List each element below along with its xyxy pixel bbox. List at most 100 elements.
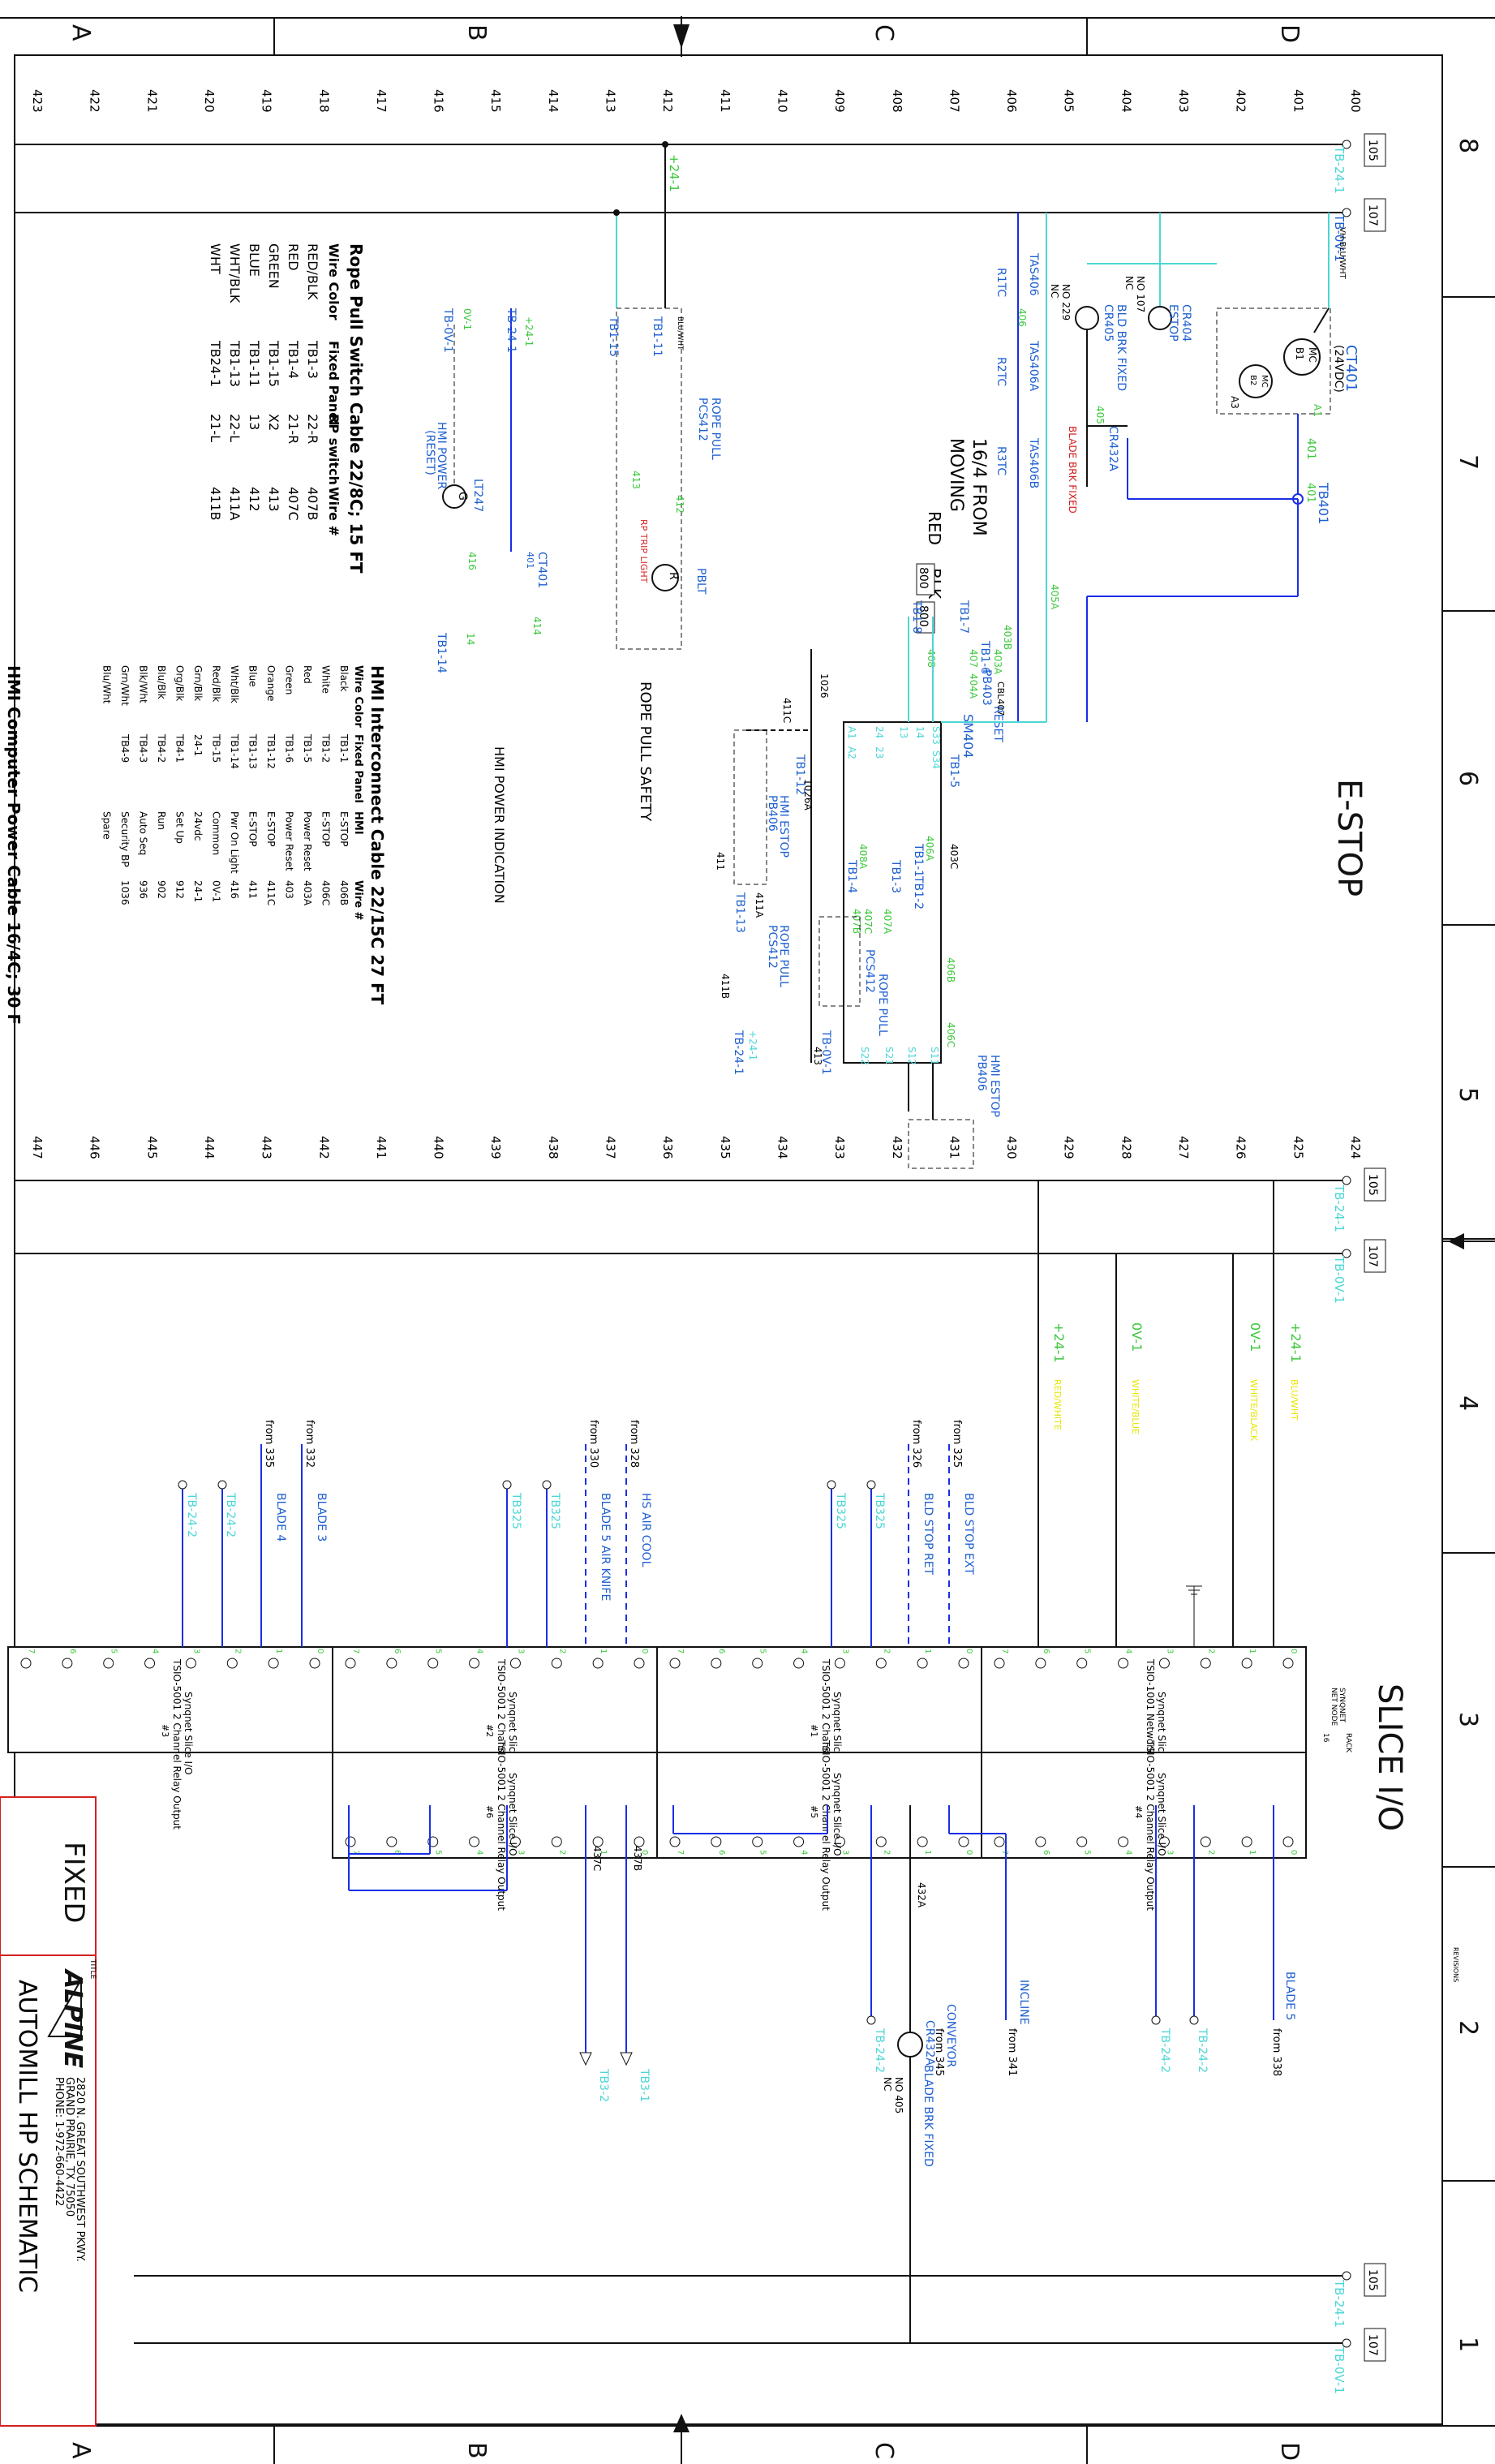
rope2-407c: 407C <box>862 909 874 934</box>
cr404-nc: NC <box>1123 276 1135 290</box>
grid-marker-1: 1 <box>1454 2337 1482 2352</box>
slice-terminal-number: 2 <box>1206 1850 1215 1855</box>
rope-safety-tb115: TB1-15 <box>607 316 620 357</box>
hmi-cable-cell: Blue <box>247 665 259 687</box>
hmi-cable-cell: Red <box>302 665 313 684</box>
hmi-estop-label: HMI ESTOP <box>988 1055 1001 1117</box>
rope-cable-cell: GREEN <box>266 243 281 289</box>
hmi2-1026a: 1026A <box>802 779 814 811</box>
hmi2-24: +24-1 <box>747 1030 758 1060</box>
line-number: 447 <box>30 1136 45 1159</box>
slice-module <box>981 1646 1307 1753</box>
slice-terminal-icon <box>427 1658 439 1669</box>
hmi-cable-cell: 1036 <box>119 880 131 905</box>
slice-terminal-number: 4 <box>475 1850 484 1855</box>
slice-terminal-icon <box>309 1658 320 1669</box>
rope-cable-cell: RED/BLK <box>305 243 320 300</box>
tas406-circuit: TAS406 R1TC TAS406A R2TC TAS406B R3TC 40… <box>916 213 1040 722</box>
line-number: 420 <box>202 89 217 113</box>
line-number: 440 <box>432 1136 446 1159</box>
rope2-407b: 407B <box>851 909 862 934</box>
slice-terminal-number: 1 <box>274 1649 283 1653</box>
m1-from326: from 326 <box>910 1420 922 1468</box>
hmi-estop-406c: 406C <box>945 1022 956 1047</box>
slice-tb24: TB-24-1 <box>1332 1184 1347 1232</box>
cr432a-name: CR432A <box>1106 426 1119 471</box>
slice-terminal-number: 1 <box>1248 1649 1257 1653</box>
slice-terminal-icon <box>592 1836 604 1847</box>
hmi-power-tbov: TB-0V-1 <box>441 307 454 353</box>
slice-terminal-icon <box>509 1658 521 1669</box>
module6-wires: 437B 437C TB3-1 TB3-2 <box>348 1805 651 2102</box>
slice-module-line1: Synqnet Slice I/O <box>507 1773 518 1856</box>
tas406b: TAS406B <box>1027 437 1040 488</box>
sm404-403a: 403A <box>992 649 1003 675</box>
alpine-logo: ALPINE <box>47 1968 87 2069</box>
hmi-cable-cell: Blu/Wht <box>101 665 113 704</box>
slice-module-line3: #1 <box>809 1724 819 1737</box>
slice-terminal-icon <box>1158 1836 1170 1847</box>
m6-tb32: TB3-2 <box>597 2068 610 2102</box>
line-number: 403 <box>1176 89 1191 113</box>
slice-terminal-icon <box>386 1836 397 1847</box>
line-number: 427 <box>1176 1136 1191 1159</box>
cr405-coil-icon <box>1075 306 1099 330</box>
m4-from338: from 338 <box>1270 2028 1282 2076</box>
hmi-cable-cell: Blu/Blk <box>156 665 167 699</box>
hmi-cable-cell: 24-1 <box>192 734 204 756</box>
m1-ret: BLD STOP RET <box>921 1493 934 1576</box>
slice-terminal-icon <box>958 1836 969 1847</box>
m4-tb242b: TB-24-2 <box>1158 2028 1171 2073</box>
m6-tb31: TB3-1 <box>638 2068 651 2102</box>
hmi-cable-cell: Green <box>284 665 295 694</box>
rope-cable-cell: TB24-1 <box>208 340 223 387</box>
slice-terminal-icon <box>345 1836 356 1847</box>
slice-terminal-icon <box>793 1836 805 1847</box>
title-variant: FIXED <box>58 1842 90 1924</box>
ct401-b2: B2 <box>1248 375 1257 385</box>
ct401-b1: B1 <box>1294 347 1305 360</box>
slice-module-line1: Synqnet Slice I/O <box>831 1773 843 1856</box>
sm404-s12: S12 <box>906 1047 917 1065</box>
line-number: 429 <box>1062 1136 1076 1159</box>
hmi-cable-cell: White <box>320 665 332 694</box>
slice-tb0v-b: TB-0V-1 <box>1332 2346 1347 2394</box>
m3-b3: BLADE 3 <box>315 1493 328 1542</box>
mc2-icon <box>1239 364 1273 398</box>
sm404-t14: 14 <box>914 726 926 738</box>
rope-cable-cell: 407C <box>286 487 301 521</box>
hmi-cable-cell: 24vdc <box>192 811 204 841</box>
slice-terminal-number: 7 <box>351 1850 360 1855</box>
hmi-cable-cell: TB4-9 <box>119 733 131 763</box>
slice-terminal-icon <box>469 1836 480 1847</box>
hmi-cable-cell: E-STOP <box>320 811 332 847</box>
sm404-s22: S22 <box>859 1047 870 1065</box>
sm404-cbl: CBL407 <box>995 682 1006 716</box>
hmi-power-414: 414 <box>531 617 543 635</box>
adapter-c4: BLU/WHT <box>1289 1379 1300 1421</box>
hmi-estop-406b: 406B <box>945 957 956 983</box>
m5-cr-label: BLADE BRK FIXED <box>921 2065 934 2167</box>
hmi2-pcs: PCS412 <box>766 925 779 969</box>
slice-terminal-icon <box>711 1658 722 1669</box>
module2-wires: from 328 from 330 HS AIR COOL BLADE 5 AI… <box>502 1420 652 1647</box>
estop-rail-tags: 105 107 TB-24-1 TB-0V-1 +24-1 <box>667 133 1386 262</box>
line-number: 417 <box>374 89 389 113</box>
rope-pull-safety: ROPE PULL SAFETY BLU/WHT ROPE PULL PCS41… <box>607 141 722 822</box>
slice-terminal-number: 3 <box>840 1850 849 1855</box>
slice-terminal-number: 7 <box>676 1649 685 1653</box>
hmi-cable-cell: 403 <box>284 880 295 899</box>
cr405-no229: NO 229 <box>1060 284 1072 320</box>
tas-wire-406: 406 <box>1016 308 1028 327</box>
line-number: 425 <box>1291 1136 1305 1159</box>
slice-terminal-number: 5 <box>1083 1649 1092 1653</box>
adapter-id-l4: RACK <box>1344 1733 1352 1753</box>
module1-wires: from 325 from 326 BLD STOP EXT BLD STOP … <box>827 1420 975 1647</box>
line-number: 421 <box>144 89 159 113</box>
hmi-cable-cell: TB1-1 <box>338 733 350 763</box>
hmi-power-tb114: TB1-14 <box>435 632 448 673</box>
adapter-id-l1: SYNQNET <box>1338 1688 1346 1722</box>
grid-marker-5: 5 <box>1454 1087 1482 1103</box>
slice-terminal-icon <box>1076 1836 1088 1847</box>
